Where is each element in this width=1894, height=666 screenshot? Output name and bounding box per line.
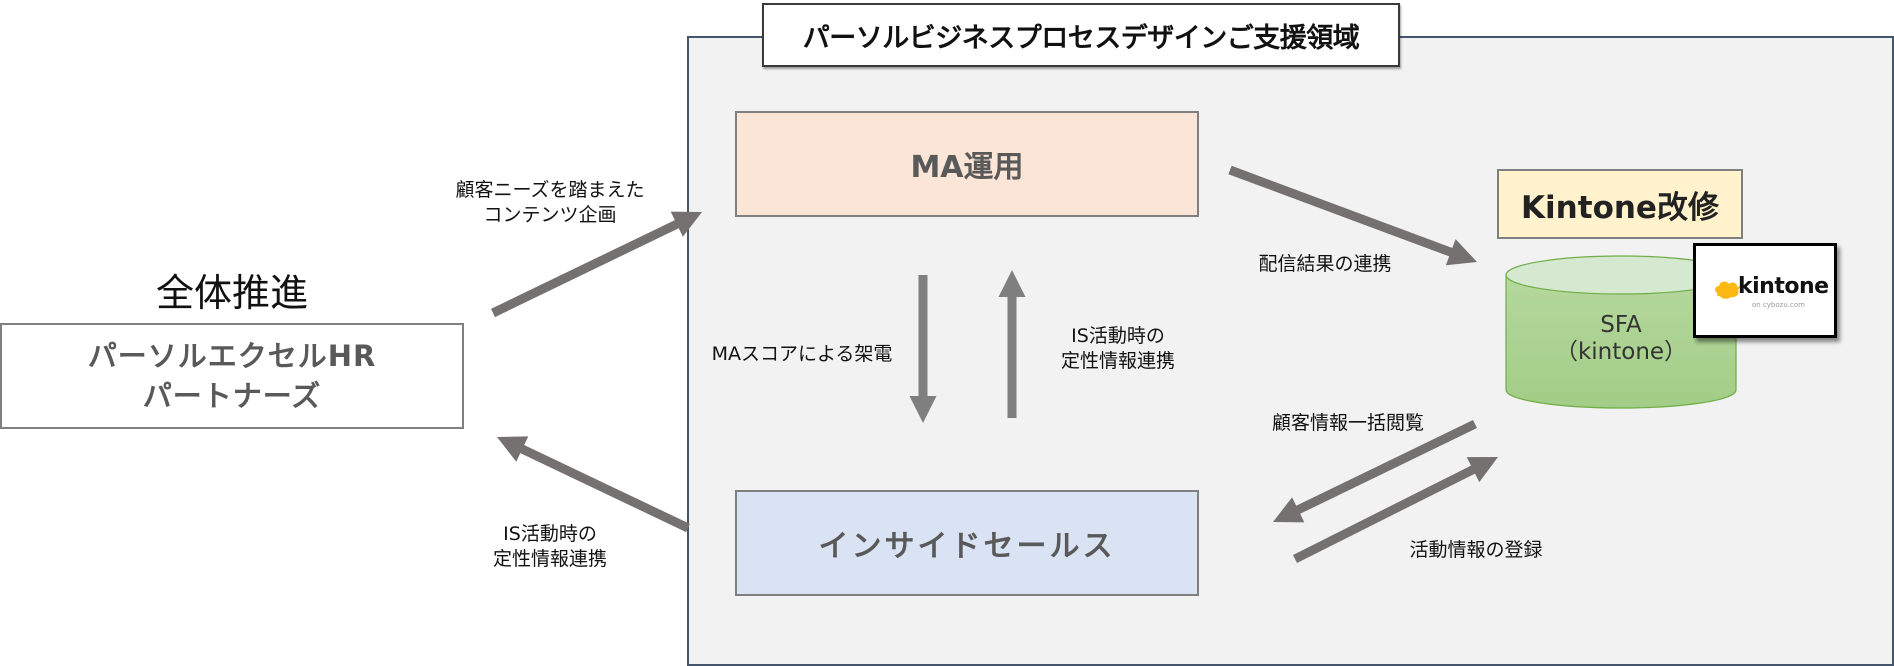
label-is-qualitative-line2: 定性情報連携 [492, 548, 607, 570]
arrow-is-to-sfa [1293, 457, 1498, 563]
cylinder-body [1505, 274, 1737, 409]
kintone-logo: kintone on cybozu.com [1693, 243, 1837, 338]
region-title: パーソルビジネスプロセスデザインご支援領域 [762, 3, 1400, 67]
kintone-sub-text: on cybozu.com [1752, 301, 1805, 309]
label-ma-score-call: MAスコアによる架電 [711, 343, 893, 365]
arrow-is-to-partner [497, 436, 690, 533]
arrow-sfa-to-is [1273, 420, 1477, 523]
ma-operation-node: MA運用 [735, 111, 1199, 217]
partner-name-line1: パーソルエクセルHR [87, 339, 377, 373]
sfa-database-icon [1505, 255, 1737, 409]
cloud-icon [1715, 281, 1741, 299]
label-delivery-result: 配信結果の連携 [1258, 253, 1392, 275]
ma-operation-label: MA運用 [910, 150, 1024, 185]
label-content-planning: 顧客ニーズを踏まえた コンテンツ企画 [440, 178, 660, 228]
arrow-partner-to-ma [491, 211, 702, 318]
sfa-label: SFA （kintone） [1506, 312, 1736, 366]
label-is-qualitative-to-partner: IS活動時の 定性情報連携 [440, 522, 660, 572]
arrow-ma-to-sfa [1228, 165, 1477, 266]
sfa-label-line2: （kintone） [1554, 339, 1688, 365]
inside-sales-label: インサイドセールス [818, 529, 1116, 564]
overall-promotion-heading: 全体推進 [155, 271, 308, 315]
partner-name-line2: パートナーズ [142, 379, 322, 413]
label-is-qualitative-to-ma: IS活動時の 定性情報連携 [1040, 324, 1196, 374]
partner-box: パーソルエクセルHR パートナーズ [0, 323, 464, 429]
kintone-customization-node: Kintone改修 [1497, 169, 1743, 239]
arrow-ma-to-is [909, 275, 937, 423]
sfa-label-line1: SFA [1600, 312, 1642, 338]
kintone-wordmark: kintone [1738, 274, 1829, 299]
label-is-to-ma-line1: IS活動時の [1071, 325, 1165, 347]
label-customer-info-view: 顧客情報一括閲覧 [1271, 412, 1424, 434]
inside-sales-node: インサイドセールス [735, 490, 1199, 596]
arrow-is-to-ma [998, 270, 1026, 418]
label-is-to-ma-line2: 定性情報連携 [1060, 350, 1175, 372]
label-content-planning-line2: コンテンツ企画 [483, 204, 617, 226]
kintone-customization-label: Kintone改修 [1521, 189, 1719, 226]
label-activity-register: 活動情報の登録 [1409, 539, 1543, 561]
label-is-qualitative-line1: IS活動時の [503, 523, 597, 545]
label-content-planning-line1: 顧客ニーズを踏まえた [455, 179, 645, 201]
